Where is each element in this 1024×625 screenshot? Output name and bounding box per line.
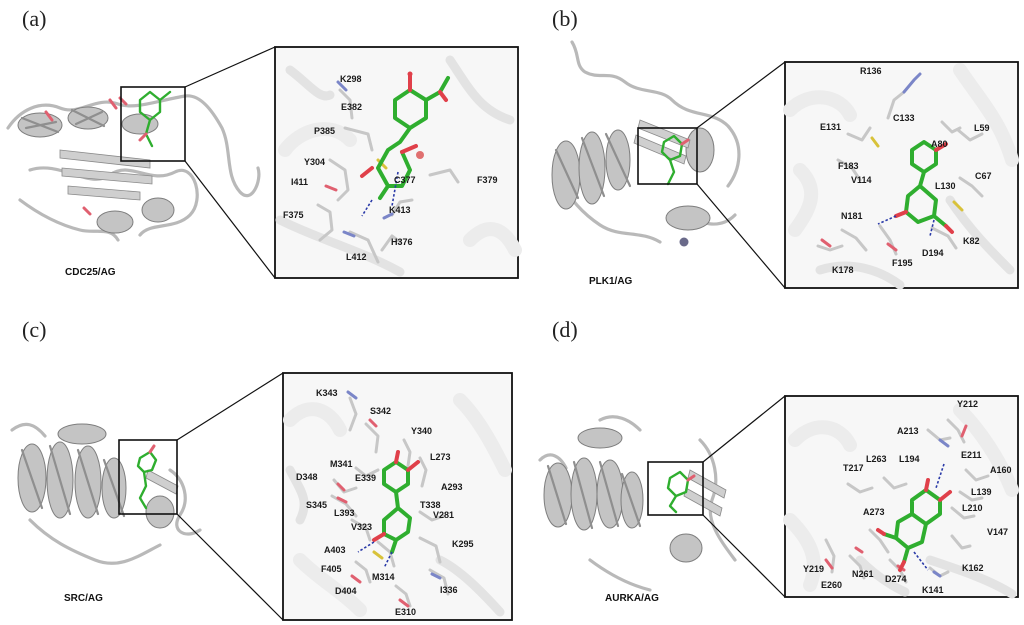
residue-label-c-14: K295: [452, 539, 474, 549]
residue-label-d-14: K162: [962, 563, 984, 573]
ligand-c-overview: [136, 444, 158, 510]
residue-label-d-7: L139: [971, 487, 992, 497]
residue-label-b-2: C133: [893, 113, 915, 123]
residue-label-d-15: E260: [821, 580, 842, 590]
residue-label-c-2: Y340: [411, 426, 432, 436]
residue-label-b-6: V114: [851, 175, 872, 185]
panel-a: (a) CDC25/AG: [6, 6, 522, 279]
panel-label-b: (b): [552, 6, 578, 31]
residue-label-b-12: F195: [892, 258, 913, 268]
residue-label-a-3: Y304: [304, 157, 325, 167]
residue-label-a-4: I411: [291, 177, 308, 187]
residue-label-d-13: D274: [885, 574, 907, 584]
panel-title-a: CDC25/AG: [65, 267, 116, 278]
residue-label-c-10: L393: [334, 508, 355, 518]
panel-label-c: (c): [22, 317, 46, 342]
residue-label-d-6: A160: [990, 465, 1012, 475]
residue-label-a-0: K298: [340, 74, 362, 84]
residue-label-d-10: V147: [987, 527, 1008, 537]
protein-overview-a: [6, 94, 261, 242]
residue-label-b-10: K82: [963, 236, 980, 246]
panel-b: (b) PLK1/AG: [551, 6, 1019, 290]
residue-label-a-2: P385: [314, 126, 335, 136]
residue-label-a-6: C377: [394, 175, 416, 185]
panel-d: (d) AURKA/AG: [538, 317, 1019, 604]
residue-label-c-4: M341: [330, 459, 353, 469]
residue-label-d-9: A273: [863, 507, 885, 517]
residue-label-a-7: F379: [477, 175, 498, 185]
panel-title-d: AURKA/AG: [605, 593, 659, 604]
residue-label-c-9: S345: [306, 500, 327, 510]
residue-label-b-0: R136: [860, 66, 882, 76]
residue-label-a-8: K413: [389, 205, 411, 215]
residue-label-c-3: L273: [430, 452, 451, 462]
residue-label-b-7: L130: [935, 181, 956, 191]
panel-c: (c) SRC/AG: [10, 317, 513, 621]
residue-label-d-4: E211: [961, 450, 982, 460]
residue-label-c-7: A293: [441, 482, 463, 492]
residue-label-b-9: N181: [841, 211, 863, 221]
residue-label-c-11: V281: [433, 510, 454, 520]
residue-label-c-5: D348: [296, 472, 318, 482]
residue-label-d-11: Y219: [803, 564, 824, 574]
residue-label-c-17: D404: [335, 586, 357, 596]
ligand-d-overview: [666, 470, 696, 514]
residue-label-b-5: F183: [838, 161, 859, 171]
ligand-b-overview: [660, 134, 690, 186]
panel-label-a: (a): [22, 6, 46, 31]
inset-a: K298 E382 P385 Y304 I411 F375 C377 F379 …: [274, 46, 522, 279]
zoom-box-b: [637, 127, 698, 185]
residue-label-b-4: L59: [974, 123, 990, 133]
protein-overview-b: [551, 40, 741, 247]
residue-label-a-1: E382: [341, 102, 362, 112]
protein-overview-c: [10, 422, 202, 565]
residue-label-d-0: Y212: [957, 399, 978, 409]
protein-overview-d: [538, 415, 737, 592]
residue-label-b-1: E131: [820, 122, 841, 132]
panel-title-c: SRC/AG: [64, 593, 103, 604]
residue-label-c-16: M314: [372, 572, 395, 582]
inset-c: K343 S342 Y340 L273 M341 D348 E339 A293 …: [282, 372, 513, 621]
inset-d: Y212 A213 L263 L194 E211 T217 A160 L139 …: [783, 395, 1019, 599]
panel-title-b: PLK1/AG: [589, 276, 633, 287]
residue-label-d-3: L194: [899, 454, 920, 464]
residue-label-b-13: K178: [832, 265, 854, 275]
residue-label-d-1: A213: [897, 426, 919, 436]
residue-label-d-16: K141: [922, 585, 944, 595]
zoom-box-c: [118, 439, 178, 515]
residue-label-a-5: F375: [283, 210, 304, 220]
residue-label-c-6: E339: [355, 473, 376, 483]
residue-label-c-13: A403: [324, 545, 346, 555]
residue-label-c-15: F405: [321, 564, 342, 574]
zoom-box-a: [120, 86, 186, 162]
inset-b: R136 E131 C133 A80 L59 F183 V114 L130 C6…: [783, 61, 1019, 290]
panel-label-d: (d): [552, 317, 578, 342]
residue-label-a-9: H376: [391, 237, 413, 247]
residue-label-c-8: T338: [420, 500, 441, 510]
residue-label-d-2: L263: [866, 454, 887, 464]
residue-label-d-8: L210: [962, 503, 983, 513]
residue-label-d-5: T217: [843, 463, 864, 473]
zoom-box-d: [647, 461, 704, 516]
residue-label-b-11: D194: [922, 248, 944, 258]
residue-label-c-19: E310: [395, 607, 416, 617]
residue-label-b-3: A80: [931, 139, 948, 149]
residue-label-c-18: I336: [440, 585, 458, 595]
residue-label-a-10: L412: [346, 252, 367, 262]
ligand-a-overview: [138, 90, 172, 148]
residue-label-b-8: C67: [975, 171, 992, 181]
residue-label-c-0: K343: [316, 388, 338, 398]
residue-label-c-12: V323: [351, 522, 372, 532]
residue-label-d-12: N261: [852, 569, 874, 579]
residue-label-c-1: S342: [370, 406, 391, 416]
